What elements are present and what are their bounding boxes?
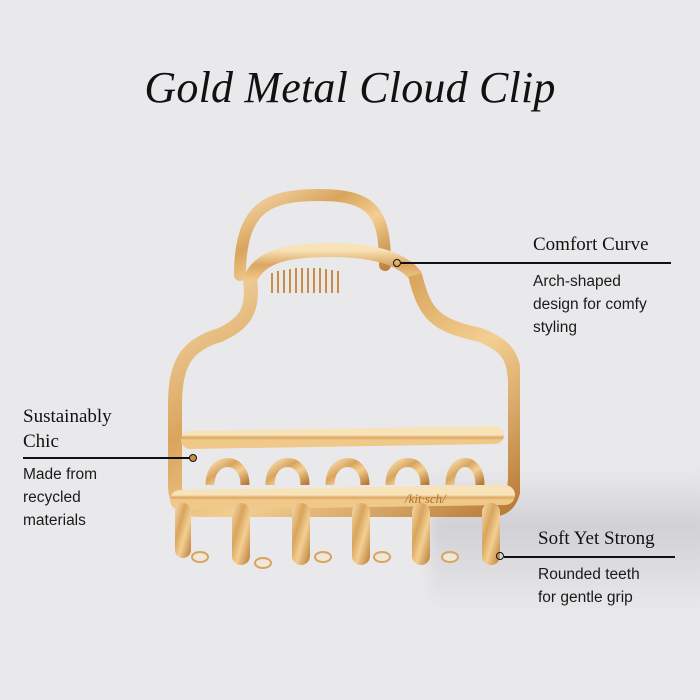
callout-marker-soft-yet-strong [496,552,504,560]
callout-title-soft-yet-strong: Soft Yet Strong [538,528,655,549]
callout-desc-soft-yet-strong: Rounded teeth for gentle grip [538,566,640,606]
callout-title-sustainably-chic: Sustainably Chic [23,406,112,452]
page-title: Gold Metal Cloud Clip [144,63,556,112]
callout-marker-sustainably-chic [189,454,197,462]
callout-desc-comfort-curve: Arch-shaped design for comfy styling [533,273,647,336]
callout-marker-comfort-curve [393,259,401,267]
engraving-text: /kit·sch/ [404,491,447,506]
callout-title-comfort-curve: Comfort Curve [533,234,649,255]
claw-clip-image: /kit·sch/ [168,188,520,569]
callout-line-sustainably-chic [23,457,190,459]
callout-line-soft-yet-strong [504,556,675,558]
callout-line-comfort-curve [401,262,671,264]
callout-desc-sustainably-chic: Made from recycled materials [23,466,98,529]
